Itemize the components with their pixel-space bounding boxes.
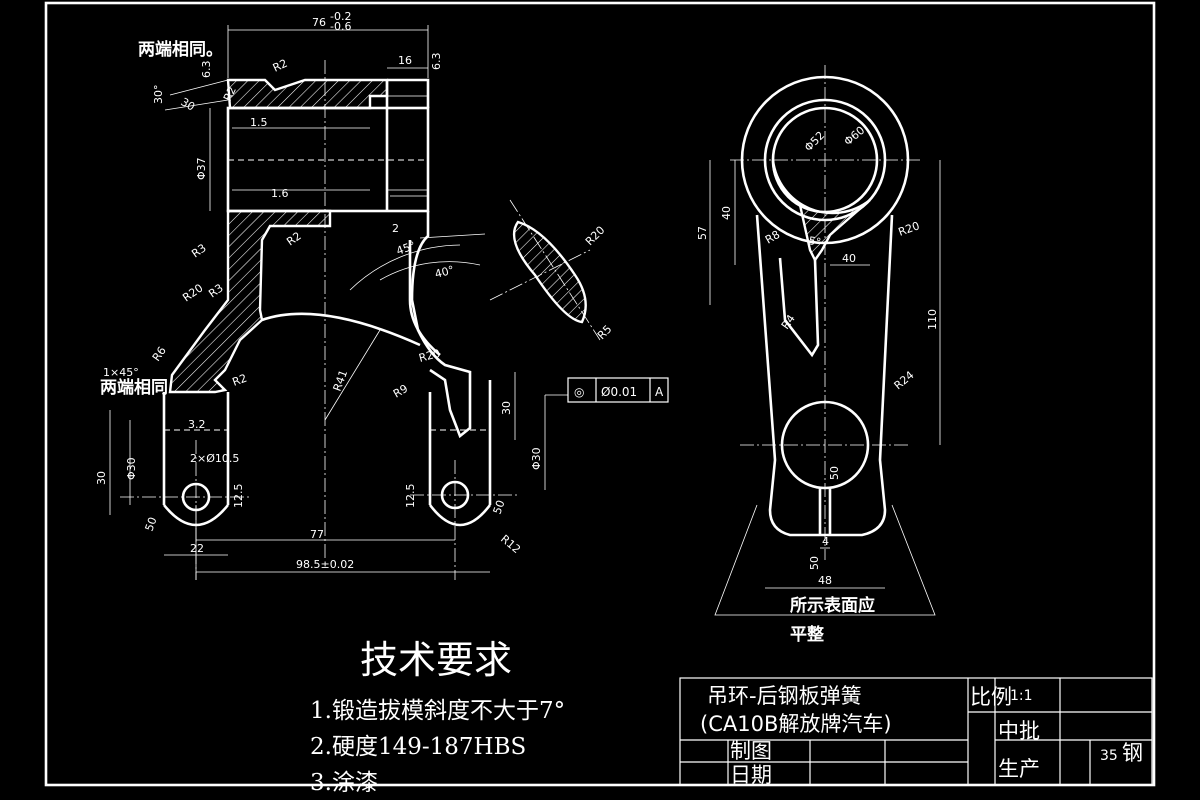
dim-phi30-a: Φ30 xyxy=(125,457,138,480)
dim-r2-b: R2 xyxy=(221,84,239,103)
dim-r2-a: R2 xyxy=(271,57,290,75)
dim-22: 22 xyxy=(190,542,204,555)
dim-r41: R41 xyxy=(331,368,351,393)
dim-63-b: 6.3 xyxy=(200,61,213,79)
dim-r3-b: R3 xyxy=(206,281,225,300)
title-batch: 中批 xyxy=(998,719,1040,743)
dim-r12: R12 xyxy=(498,532,523,556)
dim-57: 57 xyxy=(696,226,709,240)
title-part-name-1: 吊环-后钢板弹簧 xyxy=(707,684,862,708)
dim-phi37: Φ37 xyxy=(195,157,208,180)
dim-r8: R8 xyxy=(763,228,782,247)
note-surface-flat-2: 平整 xyxy=(790,624,824,645)
dim-r20-d: R20 xyxy=(897,219,922,239)
gtol-frame: ◎ Ø0.01 A xyxy=(567,377,669,403)
technical-requirements: 技术要求 1.锻造拔模斜度不大于7° 2.硬度149-187HBS 3.涂漆 xyxy=(310,638,565,796)
dim-30-tol: 30 xyxy=(95,471,108,485)
dim-15: 1.5 xyxy=(250,116,268,129)
dim-phi52: Φ52 xyxy=(802,129,827,154)
dim-r9: R9 xyxy=(391,382,410,401)
dim-77: 77 xyxy=(310,528,324,541)
title-block: 吊环-后钢板弹簧 (CA10B解放牌汽车) 比例 1:1 中批 生产 35 钢 … xyxy=(679,677,1153,787)
dim-4: 4 xyxy=(822,535,829,548)
dim-r2-c: R2 xyxy=(284,229,303,248)
dim-985: 98.5±0.02 xyxy=(296,558,354,571)
dim-50-c: 50 xyxy=(828,466,841,480)
drawing-border xyxy=(44,1,1156,787)
dim-40: 40 xyxy=(720,206,733,220)
dim-40-b: 40 xyxy=(842,252,856,265)
dim-phi60: Φ60 xyxy=(842,124,868,149)
dim-r5: R5 xyxy=(595,323,615,343)
gtol-value: Ø0.01 xyxy=(601,385,637,399)
dim-48: 48 xyxy=(818,574,832,587)
dim-63: 6.3 xyxy=(430,53,443,71)
dim-top-tol-upper: -0.2 xyxy=(330,10,351,23)
front-view: ◎ Ø0.01 A 76 -0.2 -0.6 16 6.3 R2 6.3 30°… xyxy=(95,10,669,580)
dim-16b: 1.6 xyxy=(271,187,289,200)
title-quantity: 35 xyxy=(1100,748,1118,764)
title-scale-value: 1:1 xyxy=(1010,688,1033,704)
dim-r4: R4 xyxy=(779,312,798,331)
dim-phi30-b: Φ30 xyxy=(530,447,543,470)
dim-32: 3.2 xyxy=(188,418,206,431)
dim-30deg: 30° xyxy=(152,85,165,105)
note-both-ends-same-top: 两端相同。 xyxy=(138,39,223,60)
title-material: 钢 xyxy=(1122,741,1143,765)
tech-req-item-3: 3.涂漆 xyxy=(310,770,378,796)
dim-r20-b: R20 xyxy=(417,347,441,365)
note-both-ends-same-left: 两端相同 xyxy=(100,377,168,398)
tech-req-title: 技术要求 xyxy=(360,638,512,682)
title-part-name-2: (CA10B解放牌汽车) xyxy=(700,712,892,736)
dim-50-b: 50 xyxy=(491,498,508,516)
dim-125-a: 12.5 xyxy=(232,484,245,509)
title-scale-label: 比例 xyxy=(970,685,1012,709)
dim-45deg: 45° xyxy=(395,239,418,258)
dim-2: 2 xyxy=(392,222,399,235)
dim-110: 110 xyxy=(926,309,939,330)
dim-50-a: 50 xyxy=(143,515,160,533)
title-production: 生产 xyxy=(998,757,1040,781)
tech-req-item-2: 2.硬度149-187HBS xyxy=(310,734,526,760)
dim-5deg: 5° xyxy=(807,234,822,249)
left-arm-section xyxy=(168,209,332,394)
dim-holes: 2×Ø10.5 xyxy=(190,452,239,465)
dim-50-d: 50 xyxy=(808,556,821,570)
dim-r20-a: R20 xyxy=(583,224,607,248)
ring-section xyxy=(771,159,871,263)
dim-125-b: 12.5 xyxy=(404,484,417,509)
dim-top-width: 76 xyxy=(312,16,326,29)
dim-v30: 30 xyxy=(500,401,513,415)
dim-chamfer: 1×45° xyxy=(103,366,139,379)
side-view: Φ52 Φ60 40 57 R8 5° 40 R20 110 R4 R24 50… xyxy=(696,65,941,645)
top-boss-section xyxy=(226,78,389,110)
section-lens xyxy=(512,220,587,324)
dim-r20-c: R20 xyxy=(180,281,205,304)
dim-40deg: 40° xyxy=(433,263,455,281)
dim-30: 30 xyxy=(179,95,198,113)
dim-16: 16 xyxy=(398,54,412,67)
title-date: 日期 xyxy=(730,763,772,787)
title-drawn: 制图 xyxy=(730,739,772,763)
note-surface-flat-1: 所示表面应 xyxy=(790,595,875,616)
dim-r24: R24 xyxy=(892,368,917,392)
tech-req-item-1: 1.锻造拔模斜度不大于7° xyxy=(310,698,565,724)
gtol-datum: A xyxy=(655,385,664,399)
gtol-symbol: ◎ xyxy=(574,385,584,399)
dim-r2-d: R2 xyxy=(231,372,249,389)
dim-top-tol-lower: -0.6 xyxy=(330,20,351,33)
dim-r6: R6 xyxy=(150,344,169,363)
dim-r3-a: R3 xyxy=(189,241,208,260)
